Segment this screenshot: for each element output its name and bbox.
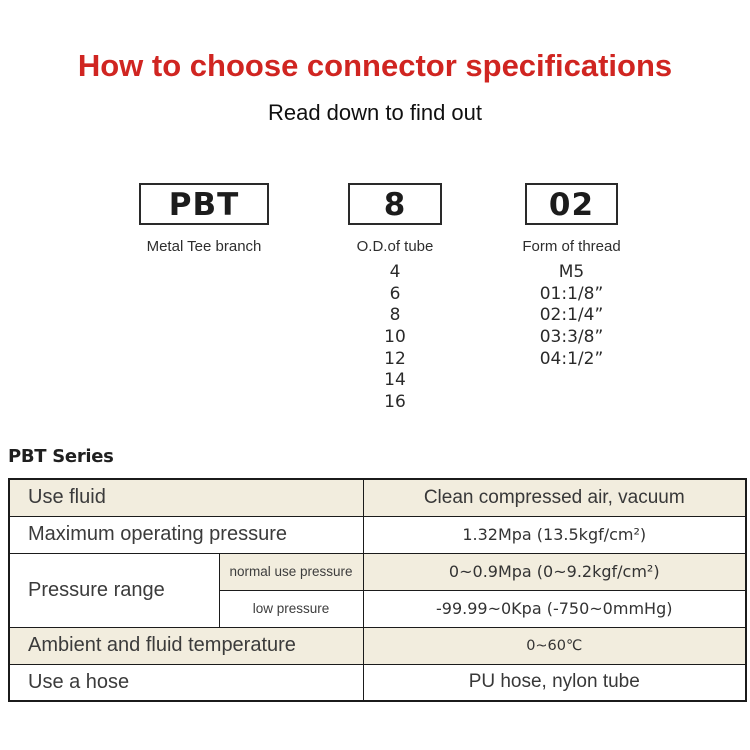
spec-sub-label: normal use pressure [218, 552, 364, 591]
spec-value: -99.99~0Kpa (-750~0mmHg) [362, 589, 747, 628]
spec-label-pressure-range: Pressure range [8, 552, 220, 628]
od-option: 12 [384, 348, 406, 369]
thread-form-options-list: M5 01:1/8” 02:1/4” 03:3/8” 04:1/2” [511, 262, 632, 370]
code-box-od: 8 [348, 183, 442, 225]
thread-option: M5 [558, 262, 585, 282]
od-option: 4 [389, 262, 401, 282]
spec-value: PU hose, nylon tube [362, 663, 747, 702]
spec-sub-label: low pressure [218, 589, 364, 628]
code-box-thread-label: Form of thread [522, 238, 621, 255]
spec-row-low-pressure: low pressure -99.99~0Kpa (-750~0mmHg) [9, 589, 747, 628]
model-code-segment-thread: 02 Form of thread [511, 183, 632, 255]
code-box-series-label: Metal Tee branch [146, 238, 262, 255]
page-subtitle: Read down to find out [267, 100, 483, 125]
od-option: 8 [389, 305, 401, 326]
spec-value: 0~0.9Mpa (0~9.2kgf/cm²) [362, 552, 747, 591]
series-heading: PBT Series [8, 446, 114, 467]
thread-option: 02:1/4” [539, 305, 604, 326]
od-option: 14 [384, 370, 406, 391]
model-code-segment-od: 8 O.D.of tube [348, 183, 442, 255]
od-of-tube-options-list: 4 6 8 10 12 14 16 [348, 262, 442, 414]
od-option: 10 [384, 327, 406, 348]
spec-row-hose: Use a hose PU hose, nylon tube [8, 663, 747, 702]
code-box-series: PBT [139, 183, 269, 225]
thread-option: 01:1/8” [539, 283, 604, 304]
spec-value: 1.32Mpa (13.5kgf/cm²) [362, 515, 747, 554]
spec-label: Use fluid [8, 478, 364, 517]
code-box-thread: 02 [525, 183, 618, 225]
code-box-od-label: O.D.of tube [356, 238, 434, 255]
thread-option: 03:3/8” [539, 327, 604, 348]
spec-row-use-fluid: Use fluid Clean compressed air, vacuum [8, 478, 747, 517]
spec-row-max-pressure: Maximum operating pressure 1.32Mpa (13.5… [8, 515, 747, 554]
specifications-table: Use fluid Clean compressed air, vacuum M… [8, 478, 747, 702]
od-option: 16 [384, 392, 406, 413]
od-option: 6 [389, 283, 401, 304]
spec-value: Clean compressed air, vacuum [362, 478, 747, 517]
spec-label: Maximum operating pressure [8, 515, 364, 554]
model-code-segment-series: PBT Metal Tee branch [139, 183, 269, 255]
spec-row-normal-pressure: Pressure range normal use pressure 0~0.9… [8, 552, 747, 628]
thread-option: 04:1/2” [539, 348, 604, 369]
spec-value: 0~60℃ [362, 626, 747, 665]
spec-row-temperature: Ambient and fluid temperature 0~60℃ [8, 626, 747, 665]
spec-label: Ambient and fluid temperature [8, 626, 364, 665]
spec-label: Use a hose [8, 663, 364, 702]
page-title: How to choose connector specifications [77, 48, 673, 83]
